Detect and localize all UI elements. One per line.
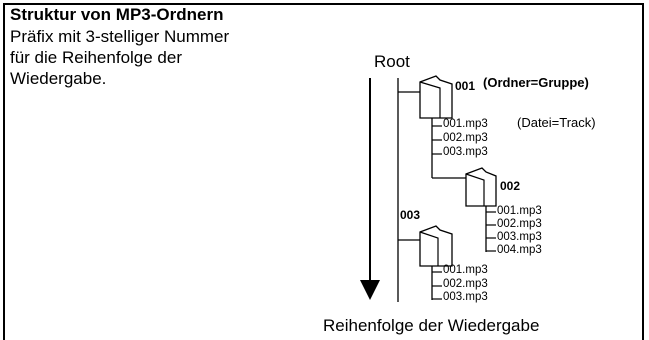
file-label: 001.mp3	[443, 118, 488, 130]
panel-description: Präfix mit 3-stelliger Nummer für die Re…	[10, 26, 310, 89]
folder-note-label: (Ordner=Gruppe)	[483, 75, 589, 90]
file-note-label: (Datei=Track)	[517, 115, 596, 130]
folder-number-label: 001	[455, 79, 476, 93]
file-label: 002.mp3	[443, 278, 488, 290]
panel-border	[3, 3, 644, 340]
description-line: Präfix mit 3-stelliger Nummer	[10, 27, 230, 46]
file-label: 003.mp3	[443, 146, 488, 158]
folder-number-label: 003	[400, 208, 421, 222]
file-label: 004.mp3	[497, 244, 542, 256]
file-label: 002.mp3	[443, 132, 488, 144]
file-label: 003.mp3	[497, 231, 542, 243]
folder-number-label: 002	[500, 179, 521, 193]
file-label: 003.mp3	[443, 291, 488, 303]
panel-heading: Struktur von MP3-Ordnern	[10, 5, 224, 24]
file-label: 001.mp3	[443, 264, 488, 276]
description-line: für die Reihenfolge der	[10, 48, 183, 67]
description-line: Wiedergabe.	[10, 69, 107, 88]
play-order-arrow-head	[360, 280, 380, 300]
file-label: 001.mp3	[497, 205, 542, 217]
folder-icon	[465, 167, 497, 207]
file-label: 002.mp3	[497, 218, 542, 230]
root-label: Root	[374, 52, 410, 71]
play-order-label: Reihenfolge der Wiedergabe	[323, 316, 540, 335]
folder-icon	[419, 75, 453, 119]
folder-icon	[419, 225, 453, 267]
